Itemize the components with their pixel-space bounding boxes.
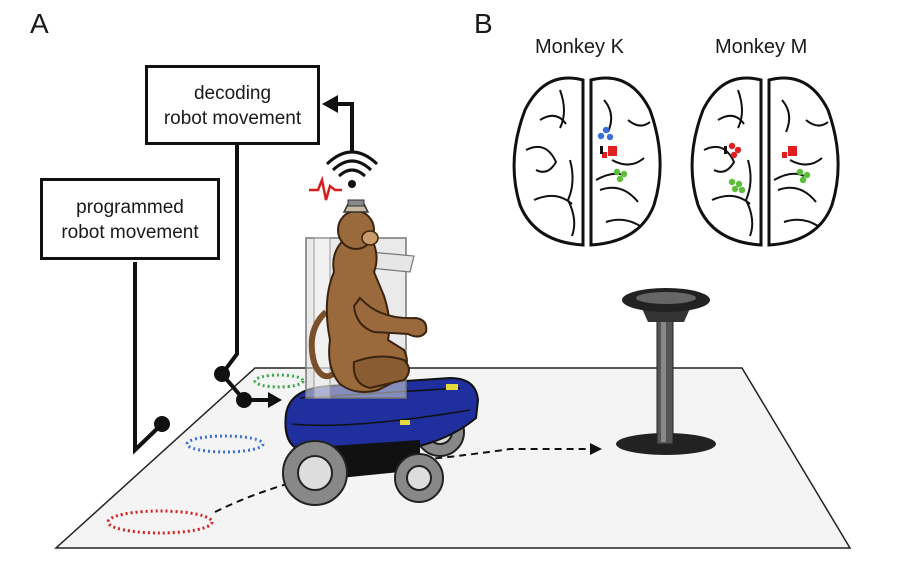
signal-line	[336, 102, 354, 152]
decoding-box-line2: robot movement	[163, 108, 302, 129]
decoding-wire	[219, 143, 246, 402]
monkey-m-title: Monkey M	[715, 36, 808, 58]
brain-monkey-k	[512, 76, 662, 247]
programmed-wire-node	[154, 416, 170, 432]
decoding-box-line1: decoding	[193, 83, 272, 104]
wheelchair-arrow-head	[268, 392, 282, 408]
decoding-wire-node-1	[214, 366, 230, 382]
floor	[54, 367, 852, 549]
programmed-box-line1: programmed	[76, 197, 184, 218]
grape-dispenser	[616, 288, 716, 455]
programmed-robot-movement-box: programmed robot movement	[40, 178, 220, 260]
neural-spike-icon	[309, 175, 342, 201]
robot-path-arrow	[590, 443, 602, 455]
monkey	[308, 199, 428, 393]
programmed-box-line2: robot movement	[61, 222, 199, 243]
target-red	[106, 509, 214, 535]
panel-label-a: A	[30, 8, 49, 39]
decoding-robot-movement-box: decoding robot movement	[145, 65, 320, 145]
monkey-k-title: Monkey K	[535, 36, 624, 58]
brain-monkey-m-electrodes	[724, 142, 811, 194]
target-blue	[185, 434, 265, 454]
signal-arrow-head	[322, 95, 338, 113]
brain-monkey-m	[690, 76, 840, 247]
brain-monkey-k-electrodes	[597, 126, 628, 183]
programmed-wire	[133, 262, 164, 455]
panel-label-b: B	[474, 8, 493, 39]
wireless-icon	[325, 150, 379, 178]
target-green	[253, 373, 305, 389]
wireless-dot	[348, 180, 356, 188]
